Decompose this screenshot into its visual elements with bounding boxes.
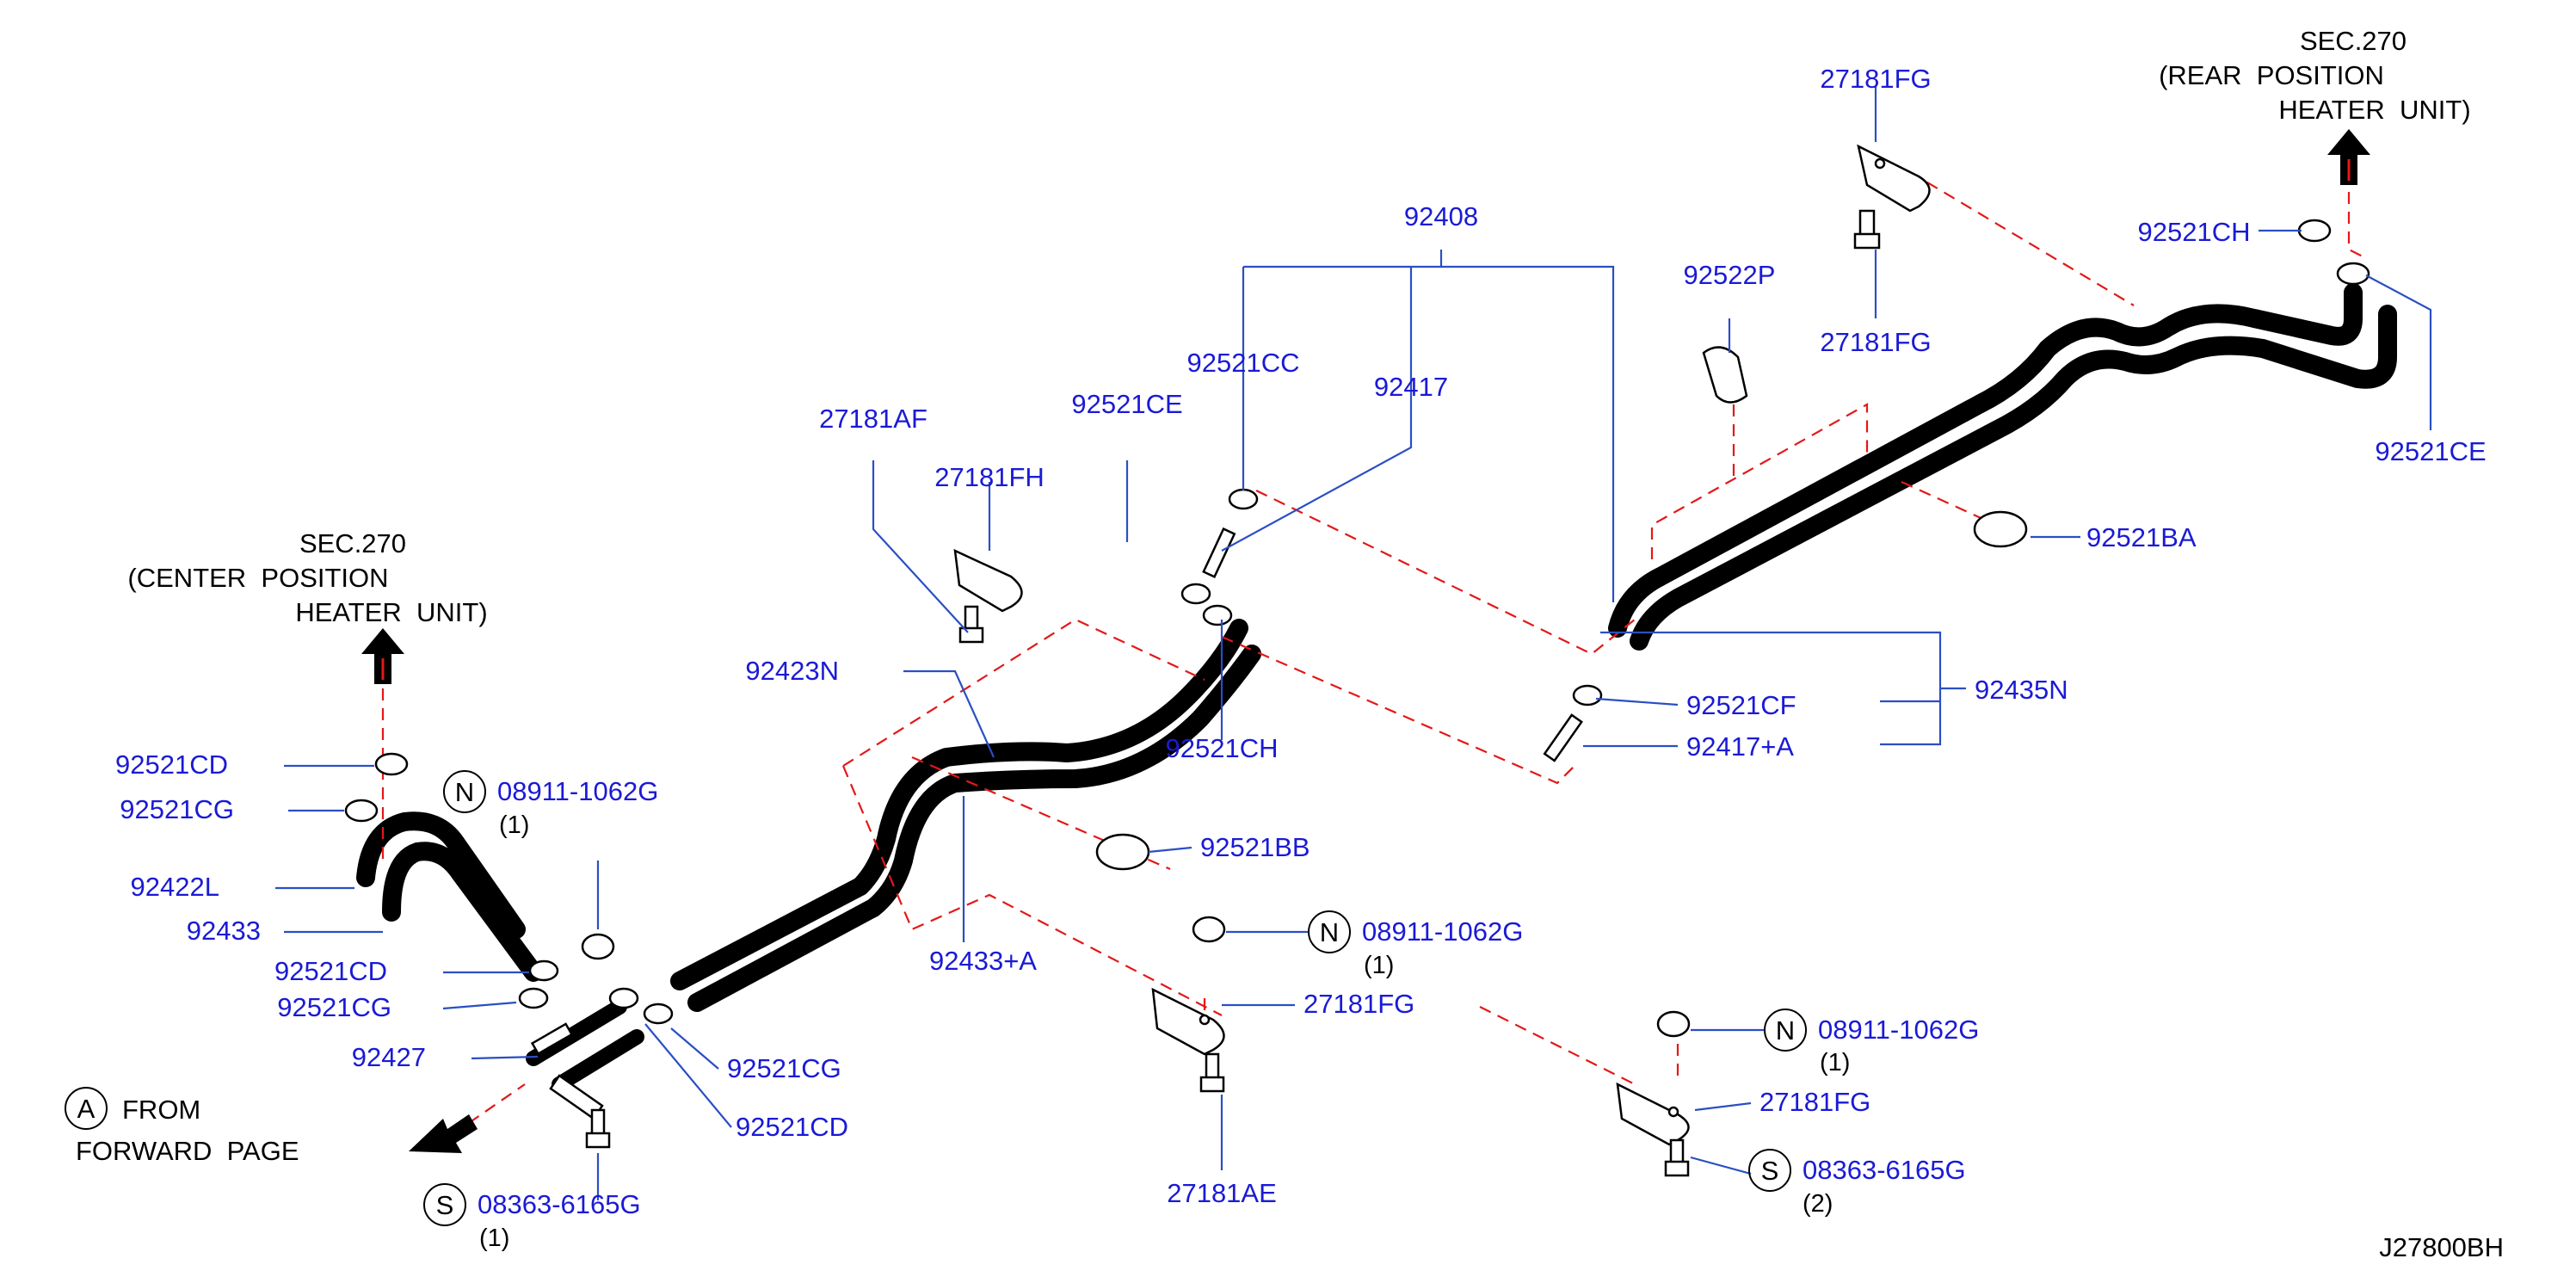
part-27181FG-br[interactable]: 27181FG <box>1759 1087 1870 1117</box>
part-27181FG-top[interactable]: 27181FG <box>1820 64 1931 94</box>
callout-s1: S 08363-6165G (1) <box>423 1183 641 1252</box>
sec-right-label: SEC.270 (REAR POSITION HEATER UNIT) <box>2159 26 2471 125</box>
part-labels: 92408 27181FG 27181FG 92522P 92521CH 925… <box>115 64 2487 1208</box>
callout-n2-qty: (1) <box>1364 952 1394 979</box>
part-92521CD-a[interactable]: 92521CD <box>115 750 228 780</box>
part-92521BA[interactable]: 92521BA <box>2086 522 2197 552</box>
callout-s1-part[interactable]: 08363-6165G <box>478 1189 641 1219</box>
callout-n2-symbol: N <box>1320 917 1339 947</box>
sec-right-title: SEC.270 <box>2300 26 2407 56</box>
part-92521CH-right[interactable]: 92521CH <box>2138 217 2251 247</box>
from-note-line1: FROM <box>122 1095 200 1125</box>
main-tube-assembly <box>356 283 2397 1092</box>
part-92521CE-right[interactable]: 92521CE <box>2375 436 2486 466</box>
callout-s1-symbol: S <box>436 1190 454 1220</box>
sec-right-line1: (REAR POSITION <box>2159 60 2384 90</box>
callout-s2-symbol: S <box>1761 1156 1779 1186</box>
callout-n1-part[interactable]: 08911-1062G <box>497 776 658 806</box>
bolt-27181AF <box>958 605 984 644</box>
bracket-27181FH <box>953 548 1023 613</box>
part-92435N[interactable]: 92435N <box>1975 675 2068 705</box>
part-92521CH-mid[interactable]: 92521CH <box>1166 733 1279 763</box>
callout-n3: N 08911-1062G (1) <box>1764 1009 1979 1077</box>
arrow-up-left-icon <box>361 628 404 684</box>
part-27181AE[interactable]: 27181AE <box>1167 1178 1277 1208</box>
bolt-27181AE <box>1199 1052 1225 1093</box>
callout-n2: N 08911-1062G (1) <box>1308 910 1523 979</box>
callout-n3-part[interactable]: 08911-1062G <box>1818 1015 1979 1045</box>
callout-n1-symbol: N <box>455 777 474 807</box>
from-note-symbol: A <box>77 1094 96 1124</box>
sec-left-line1: (CENTER POSITION <box>127 563 388 593</box>
part-92433A[interactable]: 92433+A <box>929 946 1037 976</box>
part-92417[interactable]: 92417 <box>1374 372 1448 402</box>
band-92521BB <box>1095 833 1150 871</box>
nut-mid <box>1192 916 1226 943</box>
part-92521CG-b[interactable]: 92521CG <box>277 992 391 1022</box>
callout-n2-part[interactable]: 08911-1062G <box>1362 916 1523 947</box>
from-forward-page-note: A FROM FORWARD PAGE <box>65 1087 299 1166</box>
arrow-down-left-icon <box>409 1114 478 1153</box>
part-27181FH[interactable]: 27181FH <box>934 462 1045 492</box>
callout-s1-qty: (1) <box>479 1225 509 1252</box>
part-92522P[interactable]: 92522P <box>1684 260 1776 290</box>
part-92408[interactable]: 92408 <box>1404 201 1478 231</box>
part-92521CD-c[interactable]: 92521CD <box>736 1112 848 1142</box>
part-92521BB[interactable]: 92521BB <box>1200 832 1310 862</box>
bolt-08363-left <box>585 1108 611 1149</box>
leader-lines <box>275 86 2432 1200</box>
bolt-08363-right <box>1664 1138 1690 1177</box>
sec-left-label: SEC.270 (CENTER POSITION HEATER UNIT) <box>127 528 487 627</box>
part-92521CG-c[interactable]: 92521CG <box>727 1053 841 1083</box>
part-27181FG-top2[interactable]: 27181FG <box>1820 327 1931 357</box>
bolt-27181FG-top <box>1853 209 1881 250</box>
diagram-id: J27800BH <box>2379 1232 2504 1262</box>
sec-left-title: SEC.270 <box>299 528 406 558</box>
part-92521CG-a[interactable]: 92521CG <box>120 794 234 824</box>
bracket-27181FG-mid <box>1151 987 1225 1056</box>
from-note-line2: FORWARD PAGE <box>76 1136 299 1166</box>
callout-s2-qty: (2) <box>1803 1190 1833 1218</box>
nut-left <box>581 933 615 960</box>
nut-right <box>1656 1010 1691 1038</box>
callout-n1-qty: (1) <box>499 811 529 839</box>
clip-92522P <box>1702 346 1748 404</box>
part-92422L[interactable]: 92422L <box>131 872 219 902</box>
part-92521CF[interactable]: 92521CF <box>1686 690 1796 720</box>
sec-left-line2: HEATER UNIT) <box>295 597 487 627</box>
direction-arrows <box>361 129 2370 1153</box>
part-92521CD-b[interactable]: 92521CD <box>274 956 387 986</box>
callout-n3-qty: (1) <box>1820 1049 1850 1077</box>
bracket-27181FG-top <box>1857 144 1931 213</box>
part-92423N[interactable]: 92423N <box>745 656 839 686</box>
part-92433[interactable]: 92433 <box>187 916 261 946</box>
band-92521BA <box>1973 510 2028 548</box>
part-27181FG-mid[interactable]: 27181FG <box>1303 989 1414 1019</box>
callout-s2-part[interactable]: 08363-6165G <box>1803 1155 1966 1185</box>
callout-s2: S 08363-6165G (2) <box>1748 1149 1966 1218</box>
part-92427[interactable]: 92427 <box>352 1042 426 1072</box>
sec-right-line2: HEATER UNIT) <box>2278 95 2470 125</box>
part-92417A[interactable]: 92417+A <box>1686 731 1794 762</box>
part-92521CE-mid[interactable]: 92521CE <box>1071 389 1182 419</box>
callout-n1: N 08911-1062G (1) <box>443 770 658 839</box>
part-27181AF[interactable]: 27181AF <box>819 404 927 434</box>
hardware-parts <box>344 144 2370 1177</box>
arrow-up-right-icon <box>2327 129 2370 185</box>
part-92521CC[interactable]: 92521CC <box>1187 348 1300 378</box>
callout-n3-symbol: N <box>1776 1015 1795 1046</box>
